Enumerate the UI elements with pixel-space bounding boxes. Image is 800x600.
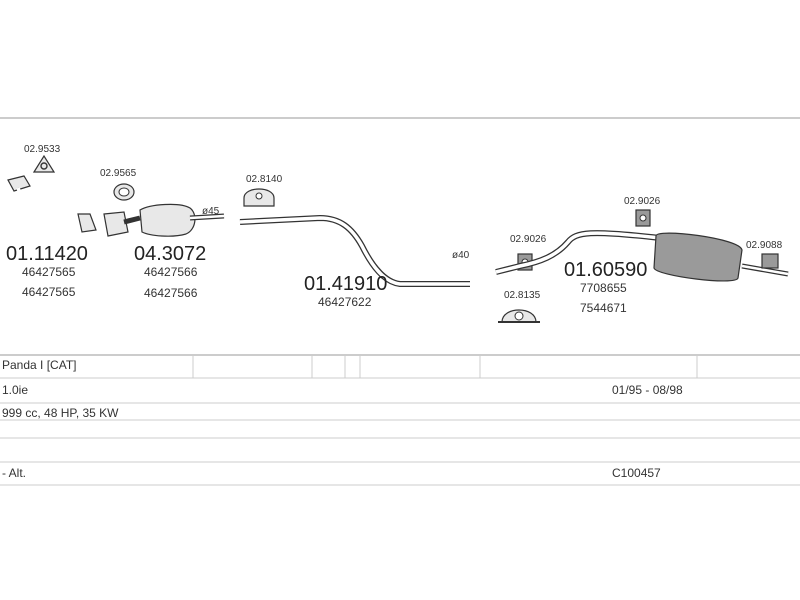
- kit-code: C100457: [612, 466, 661, 480]
- part-ref: 46427622: [318, 295, 372, 309]
- front-pipe-icon: [7, 175, 97, 233]
- part-code-02-9088: 02.9088: [746, 240, 783, 251]
- part-ref: 46427566: [144, 286, 198, 300]
- hanger-top-icon: [635, 209, 651, 227]
- diameter-label: ø40: [452, 250, 470, 261]
- part-code-01-11420: 01.11420: [6, 243, 88, 265]
- engine: 1.0ie: [2, 383, 29, 397]
- production-years: 01/95 - 08/98: [612, 383, 683, 397]
- part-ref: 7708655: [580, 281, 627, 295]
- rubber-mount-icon: [498, 309, 540, 323]
- triangle-gasket-icon: [32, 154, 56, 173]
- part-code-02-9533: 02.9533: [24, 144, 61, 155]
- part-code-01-41910: 01.41910: [304, 273, 387, 295]
- engine-spec: 999 cc, 48 HP, 35 KW: [2, 406, 119, 420]
- part-ref: 46427566: [144, 265, 198, 279]
- vehicle-model: Panda I [CAT]: [2, 358, 77, 372]
- part-code-02-9026: 02.9026: [624, 196, 661, 207]
- part-code-02-9565: 02.9565: [100, 168, 137, 179]
- part-ref: 46427565: [22, 285, 76, 299]
- diameter-label: ø45: [202, 206, 220, 217]
- part-code-01-60590: 01.60590: [564, 259, 647, 281]
- part-code-02-8135: 02.8135: [504, 290, 541, 301]
- alt-label: - Alt.: [2, 466, 27, 480]
- middle-pipe-icon: [239, 214, 470, 287]
- part-ref: 46427565: [22, 265, 76, 279]
- part-code-02-9026: 02.9026: [510, 234, 547, 245]
- part-ref: 7544671: [580, 301, 627, 315]
- ring-gasket-icon: [113, 183, 135, 201]
- pipe-clamp-icon: [243, 188, 275, 207]
- tail-clamp-icon: [761, 253, 779, 269]
- catalytic-converter-icon: [103, 203, 225, 237]
- part-code-04-3072: 04.3072: [134, 243, 206, 265]
- part-code-02-8140: 02.8140: [246, 174, 283, 185]
- rear-silencer-icon: [495, 230, 789, 282]
